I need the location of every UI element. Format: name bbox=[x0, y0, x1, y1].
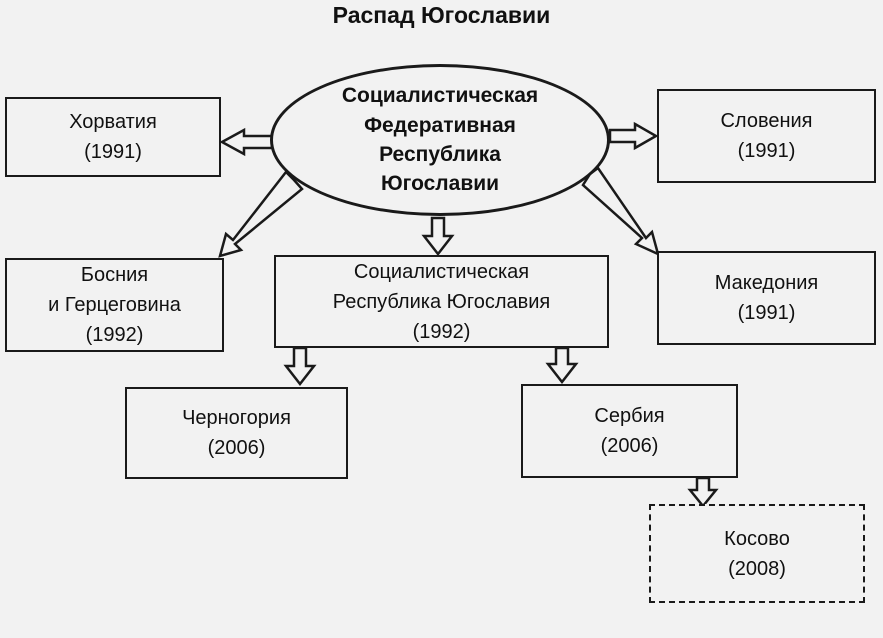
arrow-to-montenegro bbox=[283, 346, 317, 387]
macedonia-box: Македония (1991) bbox=[657, 251, 876, 345]
fry-box: Социалистическая Республика Югославия (1… bbox=[274, 255, 609, 348]
serbia-box: Сербия (2006) bbox=[521, 384, 738, 478]
sfry-line2: Федеративная bbox=[364, 113, 516, 137]
sfry-line4: Югославии bbox=[380, 172, 500, 196]
montenegro-year: (2006) bbox=[207, 437, 266, 459]
kosovo-year: (2008) bbox=[728, 557, 786, 580]
fry-line1: Социалистическая bbox=[353, 260, 530, 283]
kosovo-name: Косово bbox=[724, 527, 790, 550]
macedonia-name: Македония bbox=[714, 272, 819, 294]
arrow-to-fry bbox=[421, 216, 455, 257]
bosnia-box: Босния и Герцеговина (1992) bbox=[5, 258, 224, 352]
croatia-box: Хорватия (1991) bbox=[5, 97, 221, 177]
croatia-name: Хорватия bbox=[69, 111, 157, 133]
slovenia-box: Словения (1991) bbox=[657, 89, 876, 183]
slovenia-year: (1991) bbox=[737, 140, 796, 162]
montenegro-box: Черногория (2006) bbox=[125, 387, 348, 479]
arrow-to-slovenia bbox=[608, 121, 659, 151]
arrow-to-croatia bbox=[219, 127, 274, 157]
arrow-to-macedonia bbox=[581, 166, 660, 257]
macedonia-year: (1991) bbox=[737, 302, 796, 324]
bosnia-line2: и Герцеговина bbox=[48, 294, 181, 316]
diagram-title: Распад Югославии bbox=[332, 2, 551, 28]
sfry-line1: Социалистическая bbox=[341, 84, 539, 108]
croatia-year: (1991) bbox=[84, 141, 142, 163]
kosovo-box: Косово (2008) bbox=[649, 504, 865, 603]
slovenia-name: Словения bbox=[720, 110, 813, 132]
sfry-line3: Республика bbox=[379, 143, 501, 166]
arrow-to-bosnia bbox=[218, 170, 304, 258]
fry-year: (1992) bbox=[412, 320, 471, 343]
serbia-year: (2006) bbox=[600, 435, 659, 457]
sfry-ellipse: Социалистическая Федеративная Республика… bbox=[270, 64, 610, 216]
montenegro-name: Черногория bbox=[182, 407, 291, 429]
arrow-to-kosovo bbox=[687, 476, 719, 508]
bosnia-line1: Босния bbox=[80, 264, 149, 286]
serbia-name: Сербия bbox=[594, 405, 665, 427]
fry-line2: Республика Югославия bbox=[332, 290, 551, 313]
bosnia-year: (1992) bbox=[85, 324, 144, 346]
arrow-to-serbia bbox=[545, 346, 579, 385]
